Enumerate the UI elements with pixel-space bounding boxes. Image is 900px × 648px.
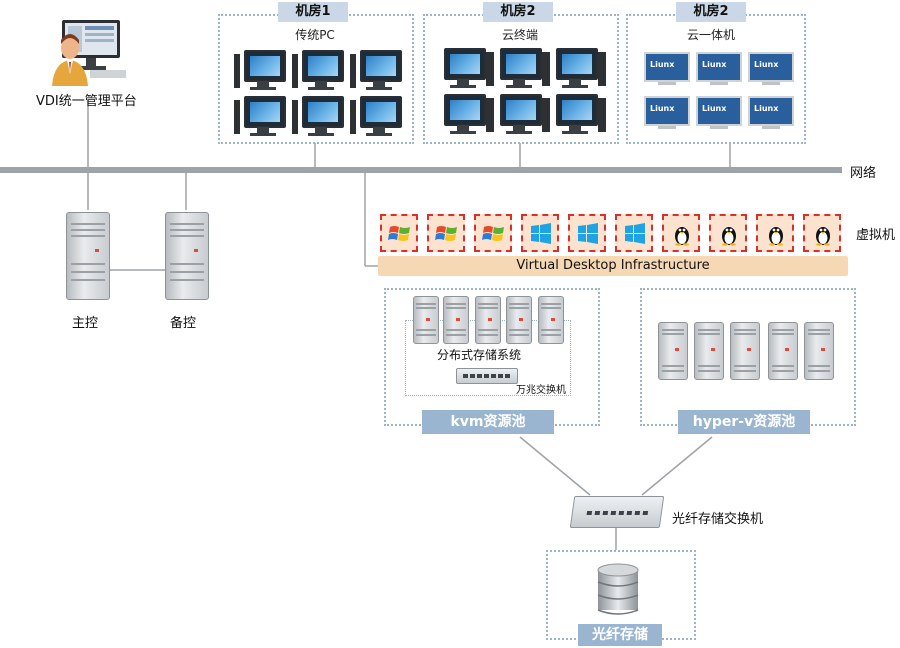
room-1-tab: 机房1 <box>278 2 348 22</box>
main-server-label: 主控 <box>72 316 99 331</box>
vm-windows-xp-icon <box>427 214 465 252</box>
aio-brand-text: Liunx <box>650 104 675 113</box>
backup-server <box>165 212 209 300</box>
rack-server-icon <box>694 322 724 380</box>
all-in-one-icon: Liunx <box>696 96 742 138</box>
desktop-pc-icon <box>350 96 404 140</box>
rack-server-icon <box>538 296 564 344</box>
vm-linux-tux-icon <box>756 214 794 252</box>
room-3-subtitle: 云一体机 <box>686 28 735 42</box>
desktop-pc-icon <box>234 50 288 94</box>
rack-server-icon <box>475 296 501 344</box>
vm-windows-8-icon <box>568 214 606 252</box>
kvm-switch <box>456 368 518 384</box>
vm-linux-tux-icon <box>803 214 841 252</box>
desktop-pc-icon <box>234 96 288 140</box>
desktop-pc-icon <box>292 50 346 94</box>
windows-8-icon <box>625 223 645 244</box>
vm-windows-8-icon <box>615 214 653 252</box>
fiber-storage-button: 光纤存储 <box>578 624 662 646</box>
all-in-one-icon: Liunx <box>748 52 794 94</box>
all-in-one-icon: Liunx <box>644 52 690 94</box>
admin-label: VDI统一管理平台 <box>36 94 137 109</box>
windows-8-icon <box>531 223 551 244</box>
kvm-switch-label: 万兆交换机 <box>516 385 566 396</box>
vm-windows-xp-icon <box>474 214 512 252</box>
network-bus <box>0 167 842 173</box>
room-3-tab: 机房2 <box>676 2 746 22</box>
linux-tux-icon <box>769 227 783 246</box>
distributed-storage-label: 分布式存储系统 <box>437 348 522 362</box>
thin-client-icon <box>496 94 550 138</box>
all-in-one-icon: Liunx <box>696 52 742 94</box>
main-server <box>66 212 110 300</box>
desktop-pc-icon <box>292 96 346 140</box>
storage-database-icon <box>597 563 639 615</box>
aio-brand-text: Liunx <box>702 104 727 113</box>
rack-server-icon <box>730 322 760 380</box>
rack-server-icon <box>413 296 439 344</box>
aio-brand-text: Liunx <box>754 60 779 69</box>
aio-brand-text: Liunx <box>754 104 779 113</box>
thin-client-icon <box>440 48 494 92</box>
rack-server-icon <box>506 296 532 344</box>
vm-label: 虚拟机 <box>856 228 896 243</box>
fiber-switch <box>569 496 665 528</box>
aio-brand-text: Liunx <box>650 60 675 69</box>
linux-tux-icon <box>722 227 736 246</box>
windows-xp-icon <box>388 226 410 241</box>
vm-windows-8-icon <box>521 214 559 252</box>
thin-client-icon <box>496 48 550 92</box>
room-1-subtitle: 传统PC <box>295 28 335 42</box>
kvm-pool-button: kvm资源池 <box>422 410 554 434</box>
thin-client-icon <box>552 94 606 138</box>
rack-server-icon <box>443 296 469 344</box>
vdi-bar <box>378 256 848 276</box>
vdi-bar-label: Virtual Desktop Infrastructure <box>516 258 710 273</box>
all-in-one-icon: Liunx <box>644 96 690 138</box>
vm-linux-tux-icon <box>709 214 747 252</box>
linux-tux-icon <box>816 227 830 246</box>
windows-xp-icon <box>435 226 457 241</box>
aio-brand-text: Liunx <box>702 60 727 69</box>
vm-windows-xp-icon <box>380 214 418 252</box>
room-2-subtitle: 云终端 <box>501 28 538 42</box>
thin-client-icon <box>552 48 606 92</box>
rack-server-icon <box>768 322 798 380</box>
backup-server-label: 备控 <box>170 316 197 331</box>
rack-server-icon <box>658 322 688 380</box>
hyperv-pool-button: hyper-v资源池 <box>678 410 810 434</box>
thin-client-icon <box>440 94 494 138</box>
admin-console <box>50 16 130 88</box>
network-label: 网络 <box>850 166 877 181</box>
windows-8-icon <box>578 223 598 244</box>
windows-xp-icon <box>482 226 504 241</box>
fiber-switch-label: 光纤存储交换机 <box>672 512 764 527</box>
desktop-pc-icon <box>350 50 404 94</box>
linux-tux-icon <box>675 227 689 246</box>
vm-linux-tux-icon <box>662 214 700 252</box>
rack-server-icon <box>804 322 834 380</box>
room-2-tab: 机房2 <box>483 2 553 22</box>
all-in-one-icon: Liunx <box>748 96 794 138</box>
admin-person-icon <box>52 20 126 86</box>
